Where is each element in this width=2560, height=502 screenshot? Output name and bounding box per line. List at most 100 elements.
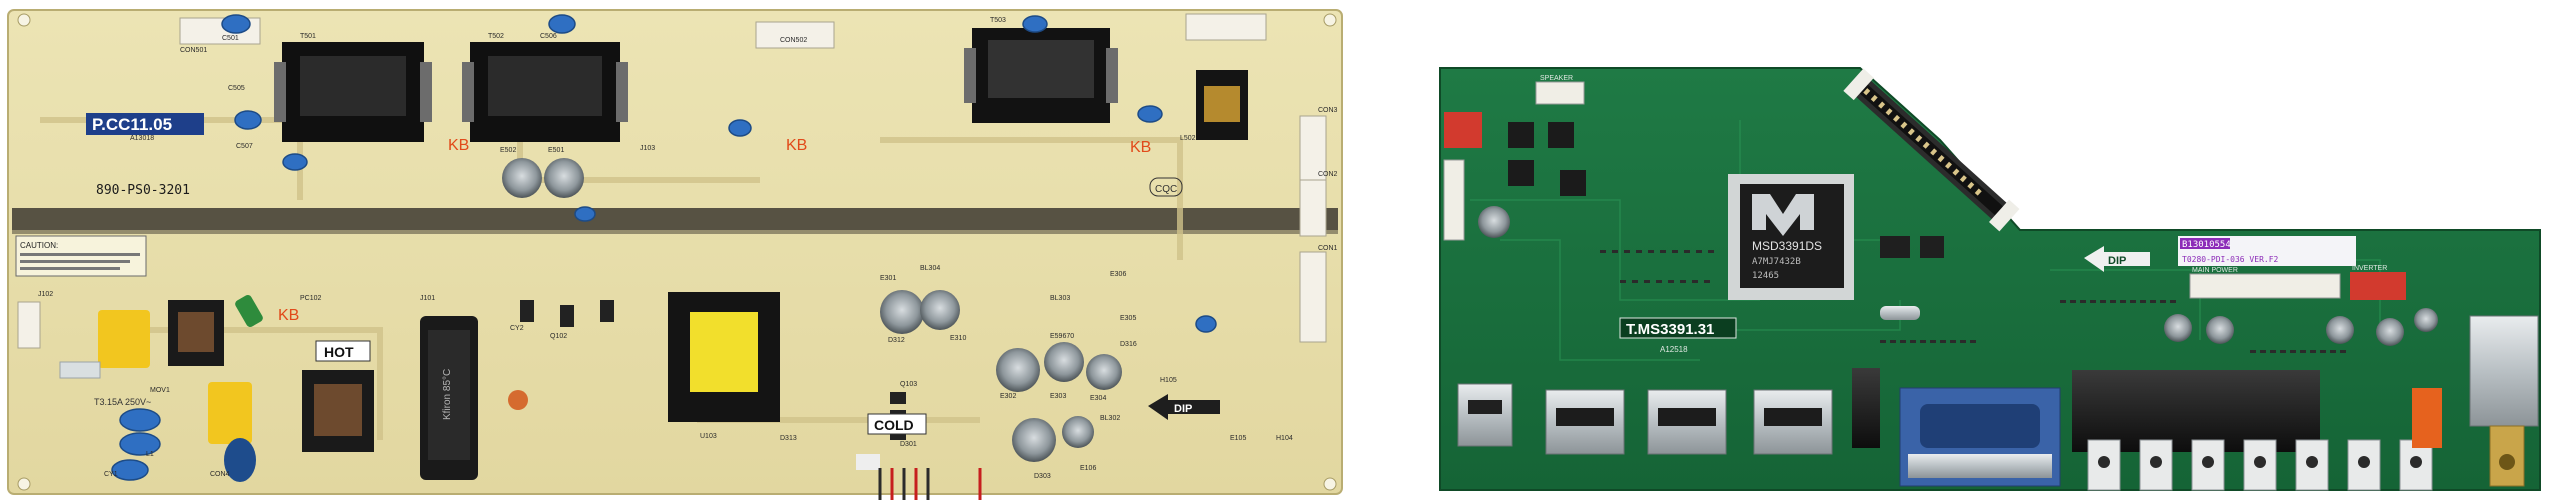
kb-mark-3: KB [448,137,469,154]
red-connector-left [1444,112,1482,148]
main-soc-chip: MSD3391DS A7MJ7432B 12465 [1728,174,1854,300]
ceramic-capacitors [111,14,1217,481]
silkscreen-label: A13018 [130,135,154,142]
smd-part [2280,350,2286,353]
smd-part [1920,340,1926,343]
connector-con2 [1299,251,1327,343]
smd-part [2330,350,2336,353]
transformer-t501 [274,42,432,142]
smd-part [1648,250,1654,253]
lvds-connector [1843,68,2020,232]
main-dip-arrow: DIP [2084,246,2150,272]
smd-components [1600,250,2346,353]
connector-con-top-right [1185,13,1267,41]
silkscreen-label: E59670 [1050,333,1074,340]
connector-con4 [1299,115,1327,191]
smd-part [1940,340,1946,343]
white-connector-left [1443,159,1465,241]
smd-part [1930,340,1936,343]
transformer-t503 [964,28,1118,123]
smd-part [2290,350,2296,353]
silkscreen-label: J102 [38,291,53,298]
fuse-label: T3.15A 250V~ [94,397,151,407]
transformer-t502 [462,42,628,142]
power-supply-board: Kfiron 85°C [7,9,1343,500]
silkscreen-label: CON4 [210,471,230,478]
smd-part [1680,280,1686,283]
silkscreen-label: C501 [222,35,239,42]
connector-con3 [1299,179,1327,237]
silkscreen-label: J101 [420,295,435,302]
model-code-label: P.CC11.05 [92,115,172,134]
smd-part [2110,300,2116,303]
smd-part [1624,250,1630,253]
bulk-capacitor: Kfiron 85°C [420,316,478,480]
usb-port [1457,383,1513,447]
silkscreen-label: D301 [900,441,917,448]
electrolytic-capacitors [502,158,1122,462]
main-board-capacitors [1478,206,2438,346]
silkscreen-label: CON501 [180,47,207,54]
silkscreen-label: E305 [1120,315,1136,322]
silkscreen-label: C505 [228,85,245,92]
hdmi-port-2 [1647,389,1727,455]
silkscreen-label: E105 [1230,435,1246,442]
kb-marks: KB KB KB KB [278,137,1151,324]
cqc-label: CQC [1155,184,1177,195]
smd-part [2300,350,2306,353]
silkscreen-label: BL302 [1100,415,1120,422]
smd-part [2320,350,2326,353]
main-model-label: T.MS3391.31 [1626,321,1714,338]
smd-part [1950,340,1956,343]
smd-part [2060,300,2066,303]
hdmi-port-3 [1753,389,1833,455]
silkscreen-label: H104 [1276,435,1293,442]
smd-part [2090,300,2096,303]
smd-part [1704,280,1710,283]
silkscreen-label: L1 [146,451,154,458]
silkscreen-label: E302 [1000,393,1016,400]
optocoupler [856,454,880,470]
smd-part [1960,340,1966,343]
ntc-thermistor [235,294,263,328]
mounting-holes [17,13,1337,491]
connector-con502 [755,21,835,49]
smd-part [1910,340,1916,343]
silkscreen-label: BL304 [920,265,940,272]
svg-text:Kfiron 85°C: Kfiron 85°C [442,369,453,420]
main-board-id: A12518 [1660,345,1688,354]
silkscreen-label: D303 [1034,473,1051,480]
silkscreen-label: CON502 [780,37,807,44]
silkscreen-label: E304 [1090,395,1106,402]
smd-part [2160,300,2166,303]
silkscreen-label: L502 [1180,135,1196,142]
hot-label-box: HOT [315,340,371,362]
smd-part [1644,280,1650,283]
part-number-label: 890-PS0-3201 [96,183,190,198]
silkscreen-label: C507 [236,143,253,150]
chip-name: MSD3391DS [1752,239,1822,253]
cqc-mark: CQC [1149,177,1183,197]
speaker-label: SPEAKER [1540,75,1573,82]
silkscreen-label: PC102 [300,295,322,302]
flash-chip [1880,236,1910,258]
silkscreen-label: E501 [548,147,564,154]
smd-part [1636,250,1642,253]
silkscreen-label: T502 [488,33,504,40]
silkscreen-label: U103 [700,433,717,440]
silkscreen-label: CON3 [1318,107,1338,114]
fuse [59,361,101,379]
smd-part [2080,300,2086,303]
silkscreen-label: E502 [500,147,516,154]
sticker-text: B13010554 [2182,240,2231,250]
varistor-mov1 [224,438,256,482]
silkscreen-label: CY2 [510,325,524,332]
headphone-jack [1852,368,1880,448]
silkscreen-label: J103 [640,145,655,152]
silkscreen-label: MOV1 [150,387,170,394]
smd-part [1696,250,1702,253]
warning-title: CAUTION: [20,241,58,250]
kb-mark-4: KB [278,307,299,324]
chip-date: 12465 [1752,271,1779,281]
